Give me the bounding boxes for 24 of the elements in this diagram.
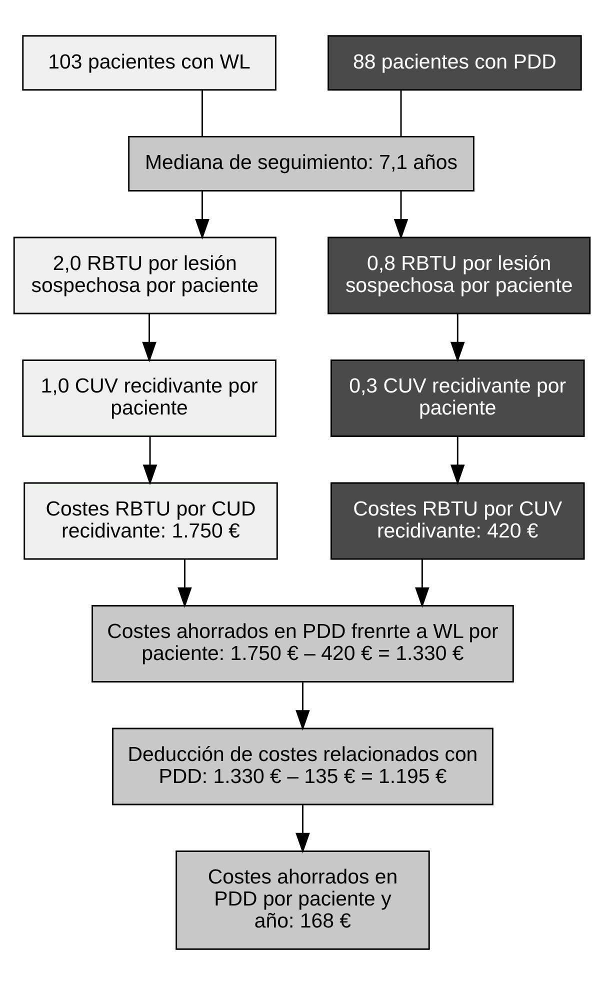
node-box: Costes ahorrados en PDD frenrte a WL por paciente: 1.750 € – 420 € = 1.330 € [92,605,514,682]
node-box: 2,0 RBTU por lesión sospechosa por paciente [13,236,276,314]
node-box: Mediana de seguimiento: 7,1 años [128,136,474,192]
arrow [195,190,210,240]
node-box: Costes RBTU por CUV recidivante: 420 € [330,482,585,560]
arrow [296,682,310,731]
arrow [178,559,192,608]
arrow [415,559,430,608]
node-box: Costes RBTU por CUD recidivante: 1.750 € [24,482,278,560]
arrow [450,436,465,486]
node-box: 88 pacientes con PDD [328,35,582,91]
node-box: 0,8 RBTU por lesión sospechosa por paciente [328,236,591,314]
node-box: 0,3 CUV recidivante por paciente [330,360,585,437]
node-box: 1,0 CUV recidivante por paciente [22,360,276,437]
arrow [450,314,465,362]
arrow [142,314,156,362]
arrow [142,436,158,486]
connector [202,90,203,136]
node-box: 103 pacientes con WL [22,35,276,91]
connector [400,90,402,136]
node-box: Deducción de costes relacionados con PDD: 1.330 € – 135 € = 1.195 € [112,728,494,806]
arrow [394,190,408,240]
node-box: Costes ahorrados en PDD por paciente y año: 168 € [176,850,430,950]
arrow [296,805,310,854]
